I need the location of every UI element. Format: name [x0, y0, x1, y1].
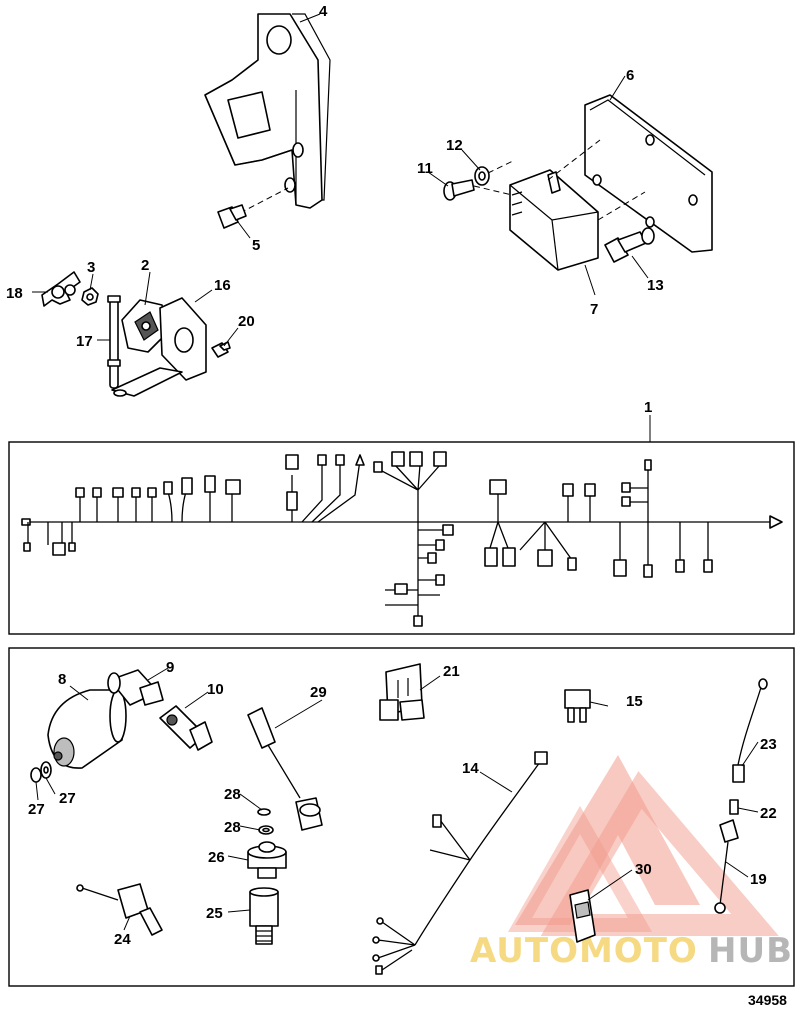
screw-11	[443, 179, 513, 201]
plate-6	[584, 94, 713, 253]
sensor-29	[247, 707, 323, 831]
stud-17	[107, 295, 121, 389]
washers-27-28-center	[257, 808, 274, 835]
callout-25: 25	[206, 905, 223, 922]
harness-14	[372, 751, 548, 975]
callout-24: 24	[114, 931, 131, 948]
figure-number: 34958	[748, 992, 787, 1008]
callout-19: 19	[750, 871, 767, 888]
callout-4: 4	[319, 3, 328, 20]
callout-30: 30	[635, 861, 652, 878]
callout-7: 7	[590, 301, 598, 318]
washers-27-28-left	[30, 761, 52, 783]
callout-15: 15	[626, 693, 643, 710]
adapter-25	[249, 887, 279, 945]
lead-23	[732, 678, 768, 783]
callout-14: 14	[462, 760, 479, 777]
fitting-22	[729, 799, 739, 815]
callout-29: 29	[310, 684, 327, 701]
nut-3	[81, 287, 99, 306]
screw-20	[211, 341, 231, 358]
washer-12	[474, 159, 516, 186]
sensor-24	[76, 883, 163, 936]
switch-2	[121, 299, 169, 353]
relay-21	[379, 663, 425, 721]
callout-labels: 4 5 6 7 11 12 13 2 3 18 17 16 20 1 8 9 1…	[6, 3, 777, 948]
callout-26: 26	[208, 849, 225, 866]
callout-8: 8	[58, 671, 66, 688]
callout-13: 13	[647, 277, 664, 294]
leader-lines	[32, 13, 759, 931]
callout-20: 20	[238, 313, 255, 330]
callout-21: 21	[443, 663, 460, 680]
harness-box-1	[8, 441, 795, 635]
callout-5: 5	[252, 237, 260, 254]
lead-19	[714, 819, 739, 914]
fuse-holder-30	[569, 889, 596, 943]
callout-1: 1	[644, 399, 652, 416]
callout-10: 10	[207, 681, 224, 698]
callout-12: 12	[446, 137, 463, 154]
switch-26	[247, 841, 287, 879]
callout-17: 17	[76, 333, 93, 350]
components-box	[8, 647, 795, 987]
callout-27-center: 28	[224, 819, 241, 836]
callout-9: 9	[166, 659, 174, 676]
fuse-15	[564, 689, 591, 723]
callout-18: 18	[6, 285, 23, 302]
callout-23: 23	[760, 736, 777, 753]
bolt-5	[217, 187, 289, 229]
callout-2: 2	[141, 257, 149, 274]
callout-3: 3	[87, 259, 95, 276]
bolt-13	[604, 227, 655, 263]
knob-18	[41, 271, 81, 307]
module-7	[509, 139, 646, 271]
watermark-text-2: HUB	[708, 931, 793, 971]
fitting-9	[107, 669, 164, 706]
callout-28-center: 28	[224, 786, 241, 803]
watermark-logo: AUTOMOTO HUB	[470, 755, 793, 971]
sender-8	[47, 689, 127, 769]
callout-27-left: 27	[59, 790, 76, 807]
sensor-10	[159, 705, 213, 751]
bracket-4	[204, 13, 331, 209]
bracket-16	[111, 297, 207, 397]
callout-6: 6	[626, 67, 634, 84]
callout-22: 22	[760, 805, 777, 822]
callout-16: 16	[214, 277, 231, 294]
callout-28-left: 27	[28, 801, 45, 818]
callout-11: 11	[417, 160, 433, 177]
